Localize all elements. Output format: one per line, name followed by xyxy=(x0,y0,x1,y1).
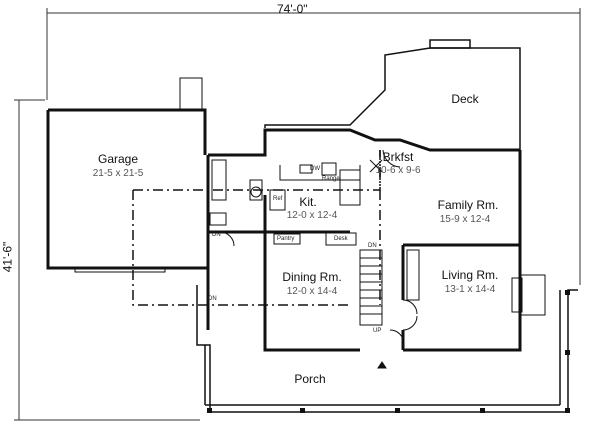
living-room-size: 13-1 x 14-4 xyxy=(444,284,496,295)
pantry-label: Pantry xyxy=(277,236,295,242)
depth-dimension-line xyxy=(14,99,200,421)
garage-chimney-box xyxy=(179,77,203,111)
exterior-fireplace xyxy=(511,274,546,316)
dining-room-size: 12-0 x 14-4 xyxy=(286,286,338,297)
desk-label: Desk xyxy=(334,236,348,242)
kitchen-size: 12-0 x 12-4 xyxy=(286,210,338,221)
laundry-fixtures xyxy=(209,159,263,226)
stair-up-label: UP xyxy=(373,328,382,334)
garage-walls xyxy=(46,108,210,270)
deck-label: Deck xyxy=(451,92,479,106)
family-room-size: 15-9 x 12-4 xyxy=(439,214,491,225)
entry-arrow-icon xyxy=(377,361,387,369)
kitchen-counters xyxy=(269,162,361,246)
width-dimension-line xyxy=(46,8,581,285)
garage-stair-down-label: DN xyxy=(212,232,221,238)
door-swings xyxy=(219,149,418,345)
range-label: Range xyxy=(322,176,340,182)
garage-size: 21-5 x 21-5 xyxy=(92,168,144,179)
dishwasher-label: DW xyxy=(310,166,320,172)
refrigerator-label: Ref xyxy=(273,196,283,202)
depth-dimension: 41'-6" xyxy=(0,241,15,273)
kitchen-label: Kit. xyxy=(299,195,317,209)
garage-label: Garage xyxy=(97,152,139,166)
stairs xyxy=(359,249,383,326)
living-room-label: Living Rm. xyxy=(441,268,499,282)
upper-floor-outline xyxy=(132,150,381,306)
brkfst-label: Brkfst xyxy=(382,150,414,164)
width-dimension: 74'-0" xyxy=(277,2,308,16)
living-fireplace-hearth xyxy=(406,249,420,301)
brkfst-size: 10-6 x 9-6 xyxy=(375,165,421,176)
side-door-down-label: DN xyxy=(208,296,217,302)
porch-label: Porch xyxy=(294,372,326,386)
basement-stair-down-label: DN xyxy=(368,243,377,249)
house-walls xyxy=(206,128,522,352)
deck-outline xyxy=(264,39,521,190)
porch-posts xyxy=(207,290,570,413)
family-room-label: Family Rm. xyxy=(437,198,499,212)
dining-room-label: Dining Rm. xyxy=(282,270,342,284)
